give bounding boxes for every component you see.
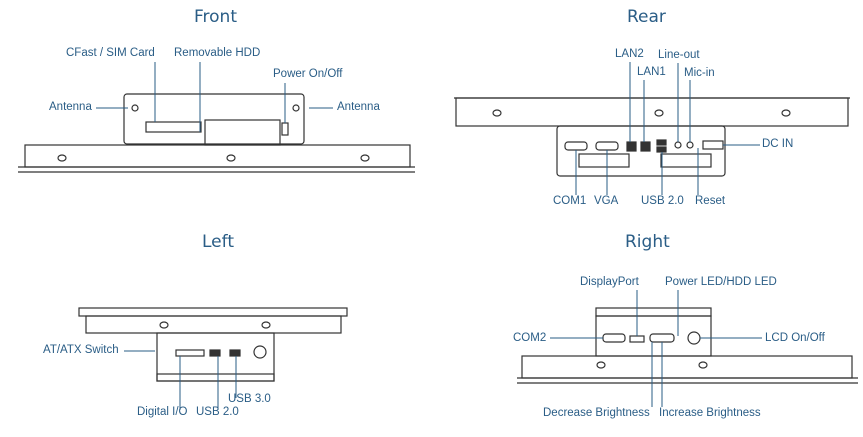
label-mic-in: Mic-in [684, 67, 715, 79]
right-title: Right [625, 232, 670, 252]
label-line-out: Line-out [658, 49, 700, 61]
label-power-on-off: Power On/Off [273, 68, 343, 80]
front-title: Front [194, 7, 237, 27]
label-lcd-on-off: LCD On/Off [765, 332, 825, 344]
leader-lines [96, 62, 762, 410]
label-reset: Reset [695, 195, 726, 207]
front-device-drawing [18, 93, 415, 173]
label-cfast-sim-card: CFast / SIM Card [66, 47, 155, 59]
label-digital-io: Digital I/O [137, 406, 188, 418]
label-increase-brightness: Increase Brightness [659, 407, 761, 419]
label-removable-hdd: Removable HDD [174, 47, 261, 59]
label-lan1: LAN1 [637, 66, 666, 78]
label-decrease-brightness: Decrease Brightness [543, 407, 650, 419]
label-antenna-left: Antenna [49, 101, 92, 113]
label-at-atx-switch: AT/ATX Switch [43, 344, 119, 356]
label-usb-2-0-rear: USB 2.0 [641, 195, 684, 207]
label-antenna-right: Antenna [337, 101, 380, 113]
label-vga: VGA [594, 195, 619, 207]
label-com1: COM1 [553, 195, 587, 207]
label-com2: COM2 [513, 332, 547, 344]
left-device-drawing [78, 307, 348, 382]
rear-title: Rear [627, 7, 666, 27]
label-power-led-hdd-led: Power LED/HDD LED [665, 276, 777, 288]
label-usb-3-0: USB 3.0 [228, 393, 271, 405]
label-lan2: LAN2 [615, 48, 644, 60]
label-displayport: DisplayPort [580, 276, 639, 288]
left-title: Left [202, 232, 234, 252]
rear-device-drawing [454, 97, 850, 177]
right-device-drawing [517, 307, 858, 384]
label-usb-2-0-left: USB 2.0 [196, 406, 239, 418]
label-dc-in: DC IN [762, 138, 794, 150]
